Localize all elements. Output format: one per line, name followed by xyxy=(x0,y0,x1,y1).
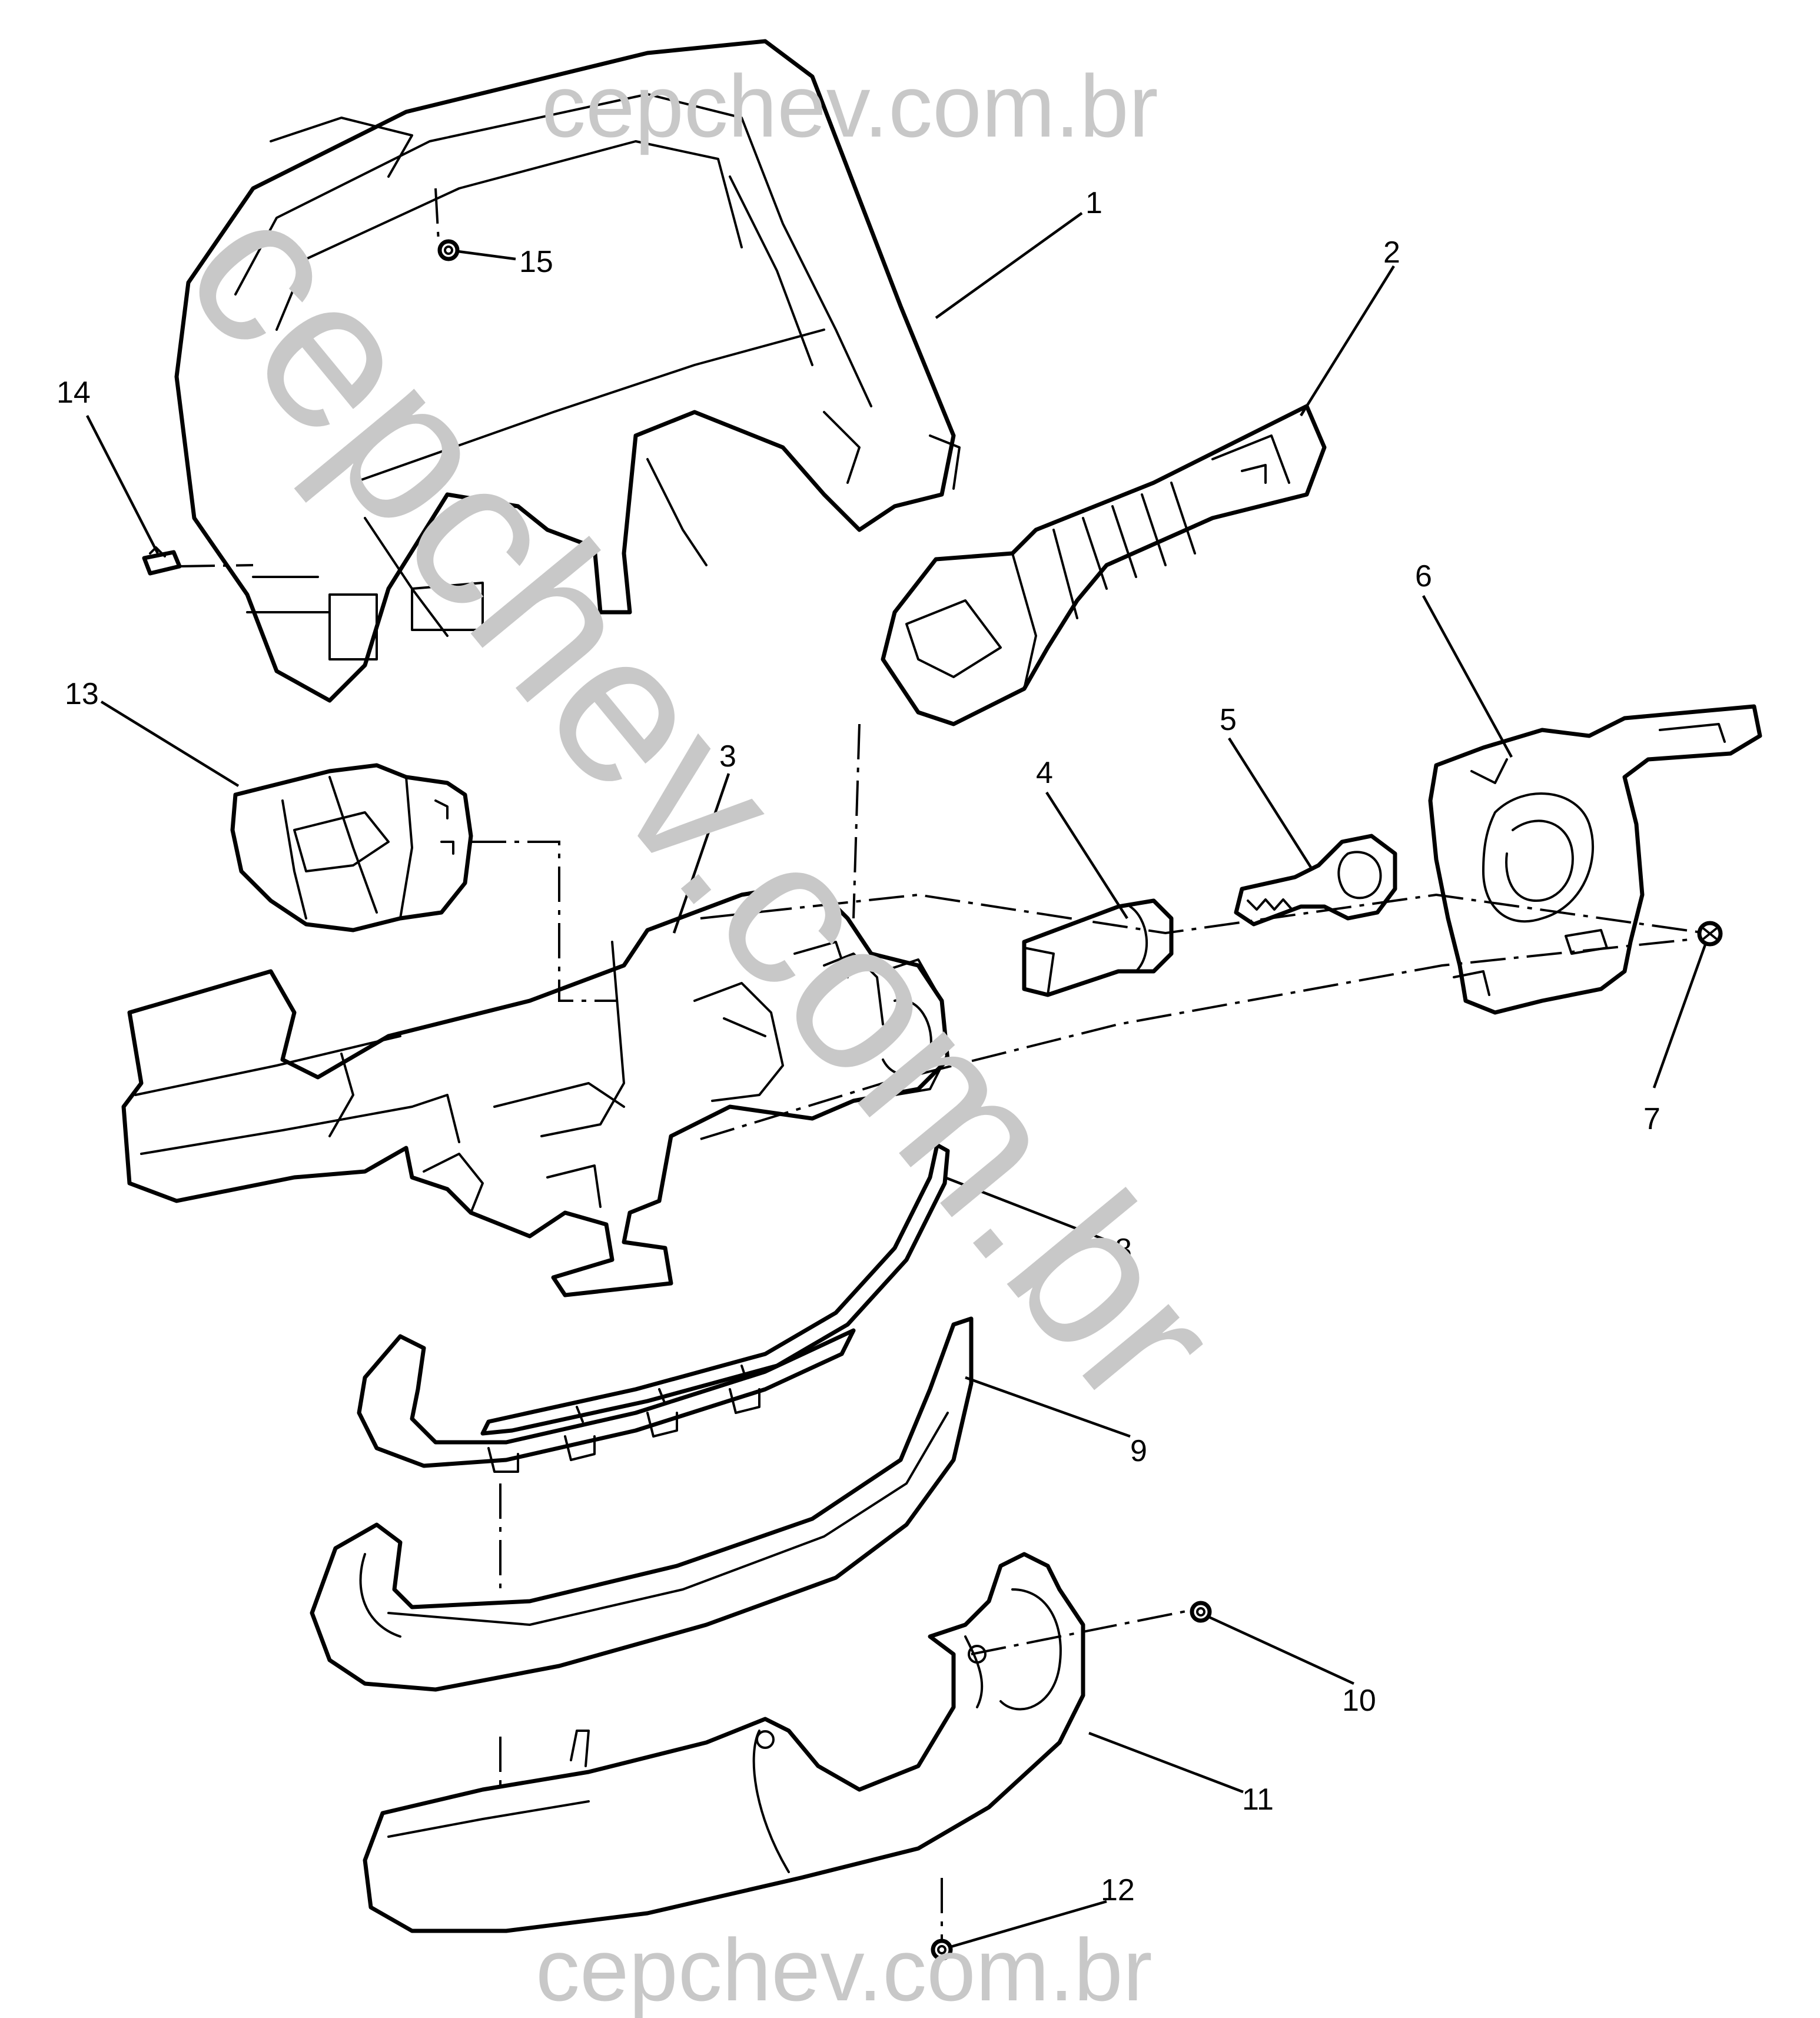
leader-lines xyxy=(85,212,1708,1949)
callout-3: 3 xyxy=(719,739,736,774)
screw-part-10-icon xyxy=(1190,1601,1212,1623)
callout-10: 10 xyxy=(1342,1684,1376,1718)
upper-cover-part-icon xyxy=(310,1316,974,1692)
callout-13: 13 xyxy=(65,677,99,711)
callout-7: 7 xyxy=(1643,1102,1660,1136)
callout-11: 11 xyxy=(1242,1783,1274,1817)
callout-15: 15 xyxy=(519,245,553,279)
watermark-top: cepchev.com.br xyxy=(542,57,1158,155)
callout-labels: 1 2 3 4 5 6 7 8 9 10 11 12 13 14 15 xyxy=(57,186,1660,1907)
screw-part-12-icon xyxy=(931,1939,953,1961)
callout-12: 12 xyxy=(1101,1873,1135,1907)
alignment-lines xyxy=(179,188,1711,1940)
steering-column-part-icon xyxy=(121,881,950,1297)
key-part-icon xyxy=(1234,834,1397,927)
lock-cylinder-part-icon xyxy=(1022,898,1174,997)
callout-6: 6 xyxy=(1415,559,1432,593)
callout-14: 14 xyxy=(57,376,91,410)
bezel-part-icon xyxy=(174,39,961,703)
clip-part-14-icon xyxy=(142,546,182,576)
screw-part-15-icon xyxy=(437,239,460,261)
clock-spring-part-icon xyxy=(1428,704,1762,1015)
callout-1: 1 xyxy=(1085,186,1102,220)
callout-8: 8 xyxy=(1115,1233,1132,1267)
callout-9: 9 xyxy=(1130,1434,1147,1468)
wiper-lever-part-icon xyxy=(881,404,1327,726)
turn-signal-lever-part-icon xyxy=(230,763,473,932)
lower-cover-part-icon xyxy=(363,1552,1085,1933)
callout-5: 5 xyxy=(1220,703,1237,737)
watermark-bottom: cepchev.com.br xyxy=(536,1920,1153,2018)
callout-4: 4 xyxy=(1036,756,1053,790)
upper-cover-lip-part-icon xyxy=(357,1328,856,1473)
callout-2: 2 xyxy=(1383,235,1400,270)
